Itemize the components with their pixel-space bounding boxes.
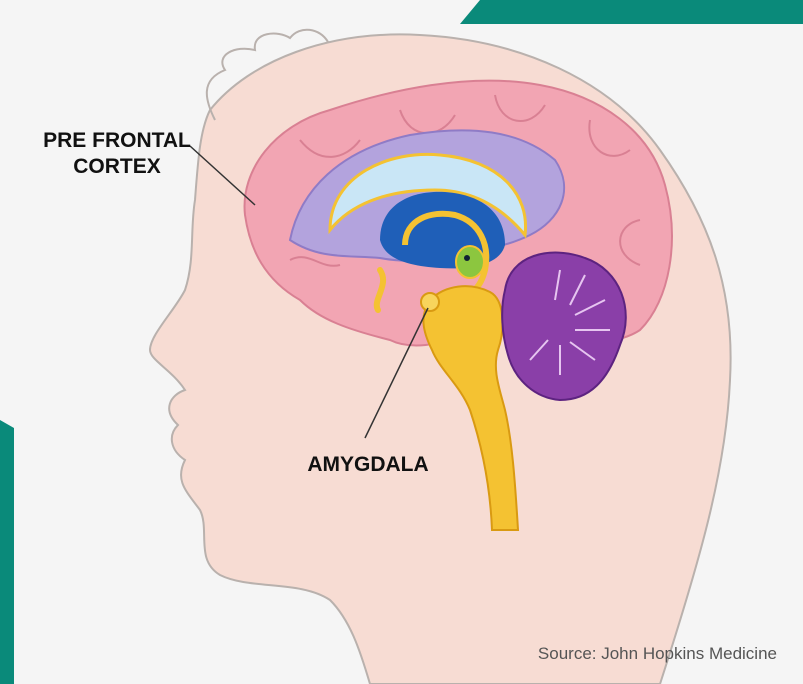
- thalamus-dot: [464, 255, 470, 261]
- label-prefrontal-line1: PRE FRONTAL: [22, 128, 212, 154]
- source-caption: Source: John Hopkins Medicine: [538, 644, 777, 664]
- teal-strip-left: [0, 420, 14, 684]
- label-amygdala: AMYGDALA: [268, 452, 468, 478]
- amygdala-marker: [421, 293, 439, 311]
- label-prefrontal-line2: CORTEX: [22, 154, 212, 180]
- thalamus-green: [456, 246, 484, 278]
- teal-corner-top-right: [460, 0, 803, 24]
- label-prefrontal-cortex: PRE FRONTAL CORTEX: [22, 128, 212, 181]
